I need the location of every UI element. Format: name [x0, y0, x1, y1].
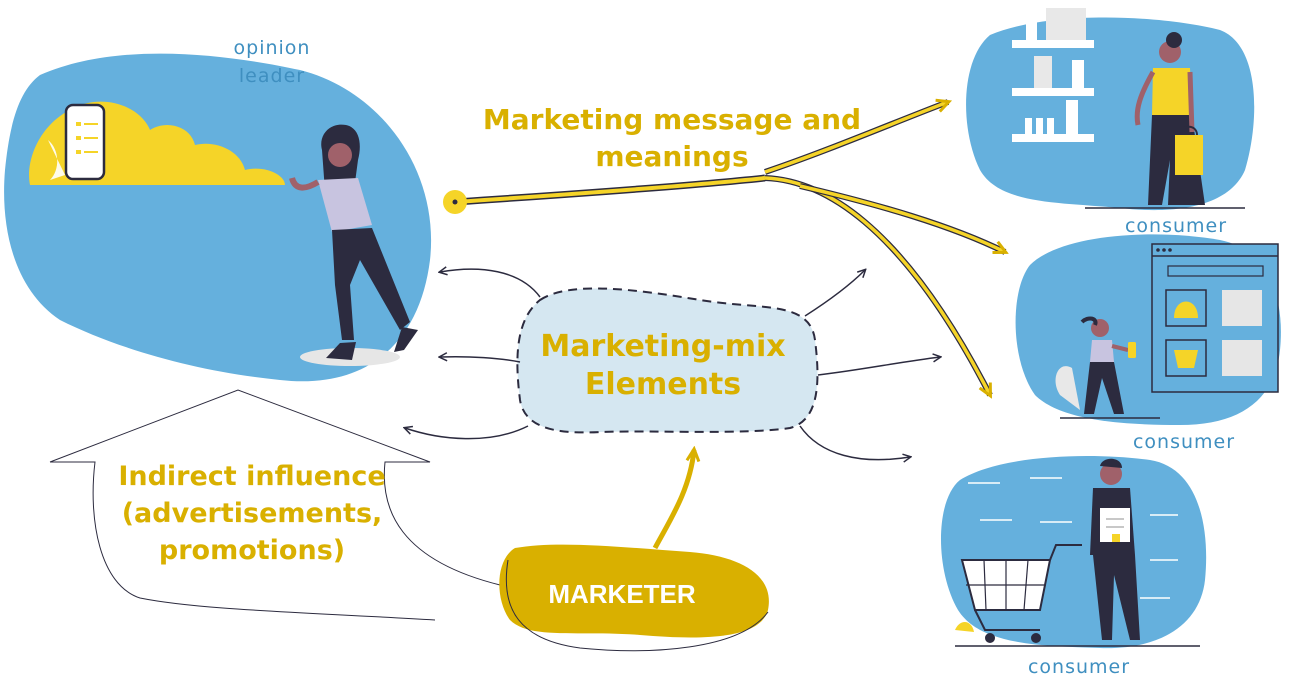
consumer-scene-2	[1015, 234, 1281, 425]
browser-window-icon	[1151, 243, 1279, 393]
consumer-label-3: consumer	[1028, 656, 1130, 678]
consumer-blob-1	[966, 17, 1255, 211]
consumer-label-2: consumer	[1133, 431, 1235, 453]
marketing-mix-blob	[516, 287, 819, 434]
indirect-label-line3: promotions)	[159, 535, 345, 566]
opinion-leader-scene	[4, 53, 432, 382]
indirect-influence-arrow	[49, 389, 501, 621]
plant-leaf	[955, 621, 974, 632]
opinion-leader-label-line2: leader	[239, 65, 305, 87]
consumer-person-2	[1055, 316, 1136, 414]
consumer-scene-3	[940, 456, 1207, 649]
leaf-shape	[48, 140, 65, 180]
marketer-label: MARKETER	[548, 579, 696, 609]
message-label-line2: meanings	[595, 140, 748, 173]
consumer-person-3	[1090, 458, 1140, 640]
indirect-label-line2: (advertisements,	[122, 498, 383, 529]
marketing-mix-blob-group	[516, 287, 819, 434]
shopping-bag-icon	[1175, 125, 1203, 175]
message-arrows	[443, 102, 1005, 395]
marketing-mix-label-line1: Marketing-mix	[540, 329, 785, 364]
receipt-icon	[1100, 508, 1130, 542]
marketing-mix-label-line2: Elements	[585, 367, 741, 402]
indirect-label-line1: Indirect influence	[118, 461, 385, 492]
marketer-to-mix-arrow	[652, 450, 694, 550]
wall-brick-lines	[968, 477, 1178, 599]
marketer-blob	[499, 544, 769, 638]
phone-icon	[64, 103, 106, 181]
message-label-line1: Marketing message and	[483, 103, 861, 136]
consumer-label-1: consumer	[1125, 215, 1227, 237]
shopping-cart-icon	[960, 544, 1082, 643]
opinion-leader-person	[289, 124, 418, 366]
mix-arrows	[405, 269, 940, 460]
consumer-scene-1	[966, 8, 1255, 211]
shelf-icon	[1012, 8, 1094, 142]
opinion-leader-label-line1: opinion	[234, 37, 311, 59]
